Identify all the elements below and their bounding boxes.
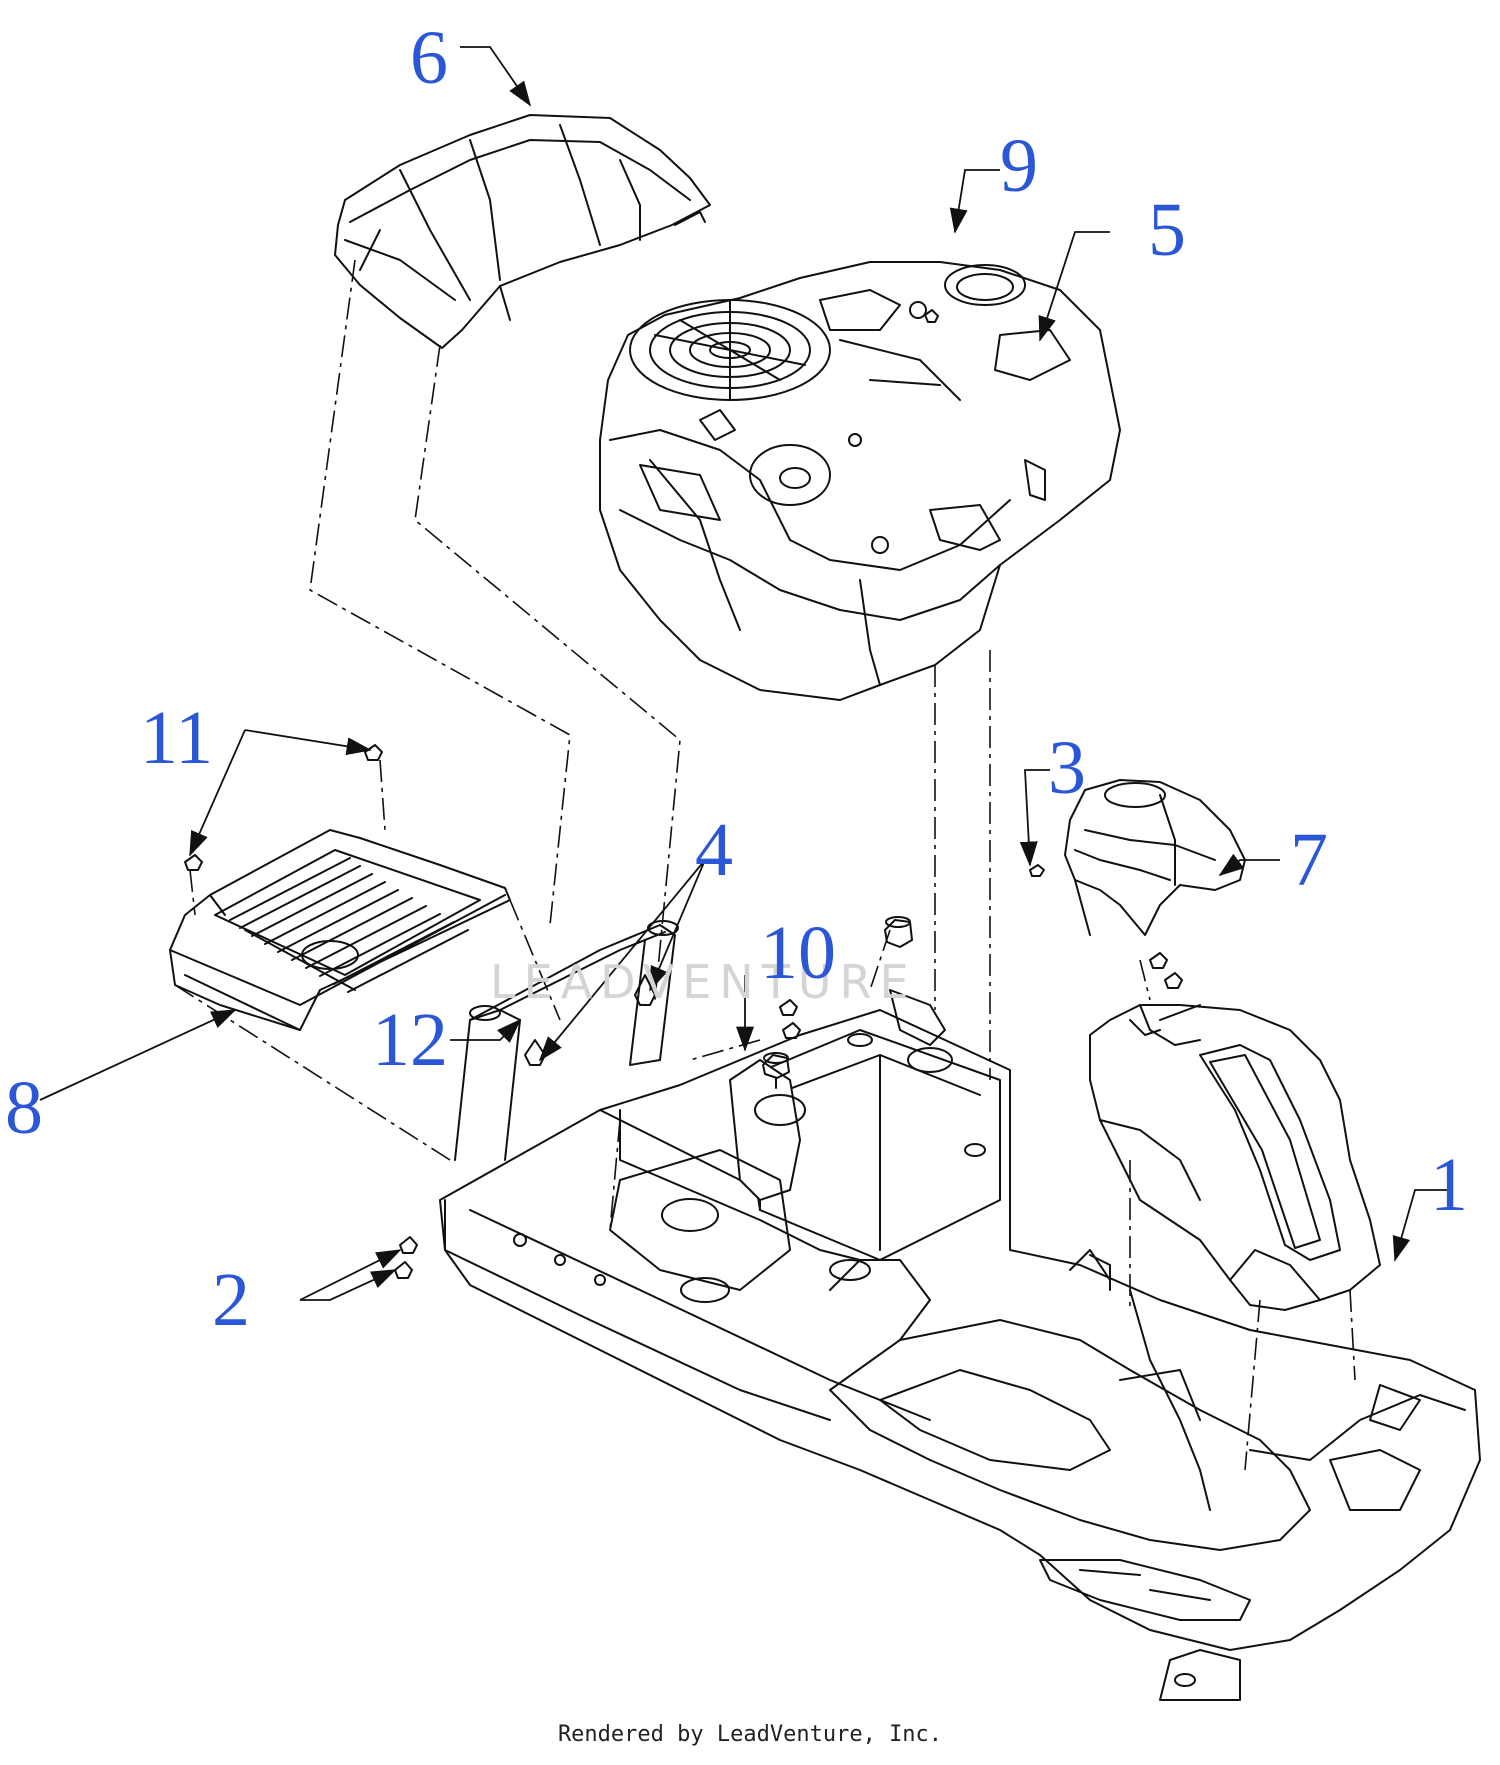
callout-4: 4: [695, 808, 733, 892]
callout-11: 11: [140, 696, 214, 780]
callout-2: 2: [212, 1258, 250, 1342]
callout-9: 9: [1000, 124, 1038, 208]
callout-8: 8: [5, 1066, 43, 1150]
part-10-bumpers: [762, 916, 913, 1089]
watermark-text: LEADVENTURE: [490, 955, 917, 1009]
callout-3: 3: [1048, 726, 1086, 810]
part-9-fender-deck: [599, 261, 1121, 701]
callout-1: 1: [1430, 1143, 1468, 1227]
callout-12: 12: [372, 998, 448, 1082]
callout-5: 5: [1148, 188, 1186, 272]
callout-7: 7: [1290, 818, 1328, 902]
part-7-steering-cover: [1064, 779, 1246, 936]
part-6-rear-cover: [334, 114, 711, 349]
callout-10: 10: [760, 911, 836, 995]
part-1-dash-panel: [1089, 1004, 1381, 1311]
rendered-by-footer: Rendered by LeadVenture, Inc.: [557, 1722, 943, 1747]
callout-6: 6: [410, 16, 448, 100]
part-8-step-plate: [169, 829, 511, 1031]
frame-and-floor-pan: [439, 989, 1481, 1701]
